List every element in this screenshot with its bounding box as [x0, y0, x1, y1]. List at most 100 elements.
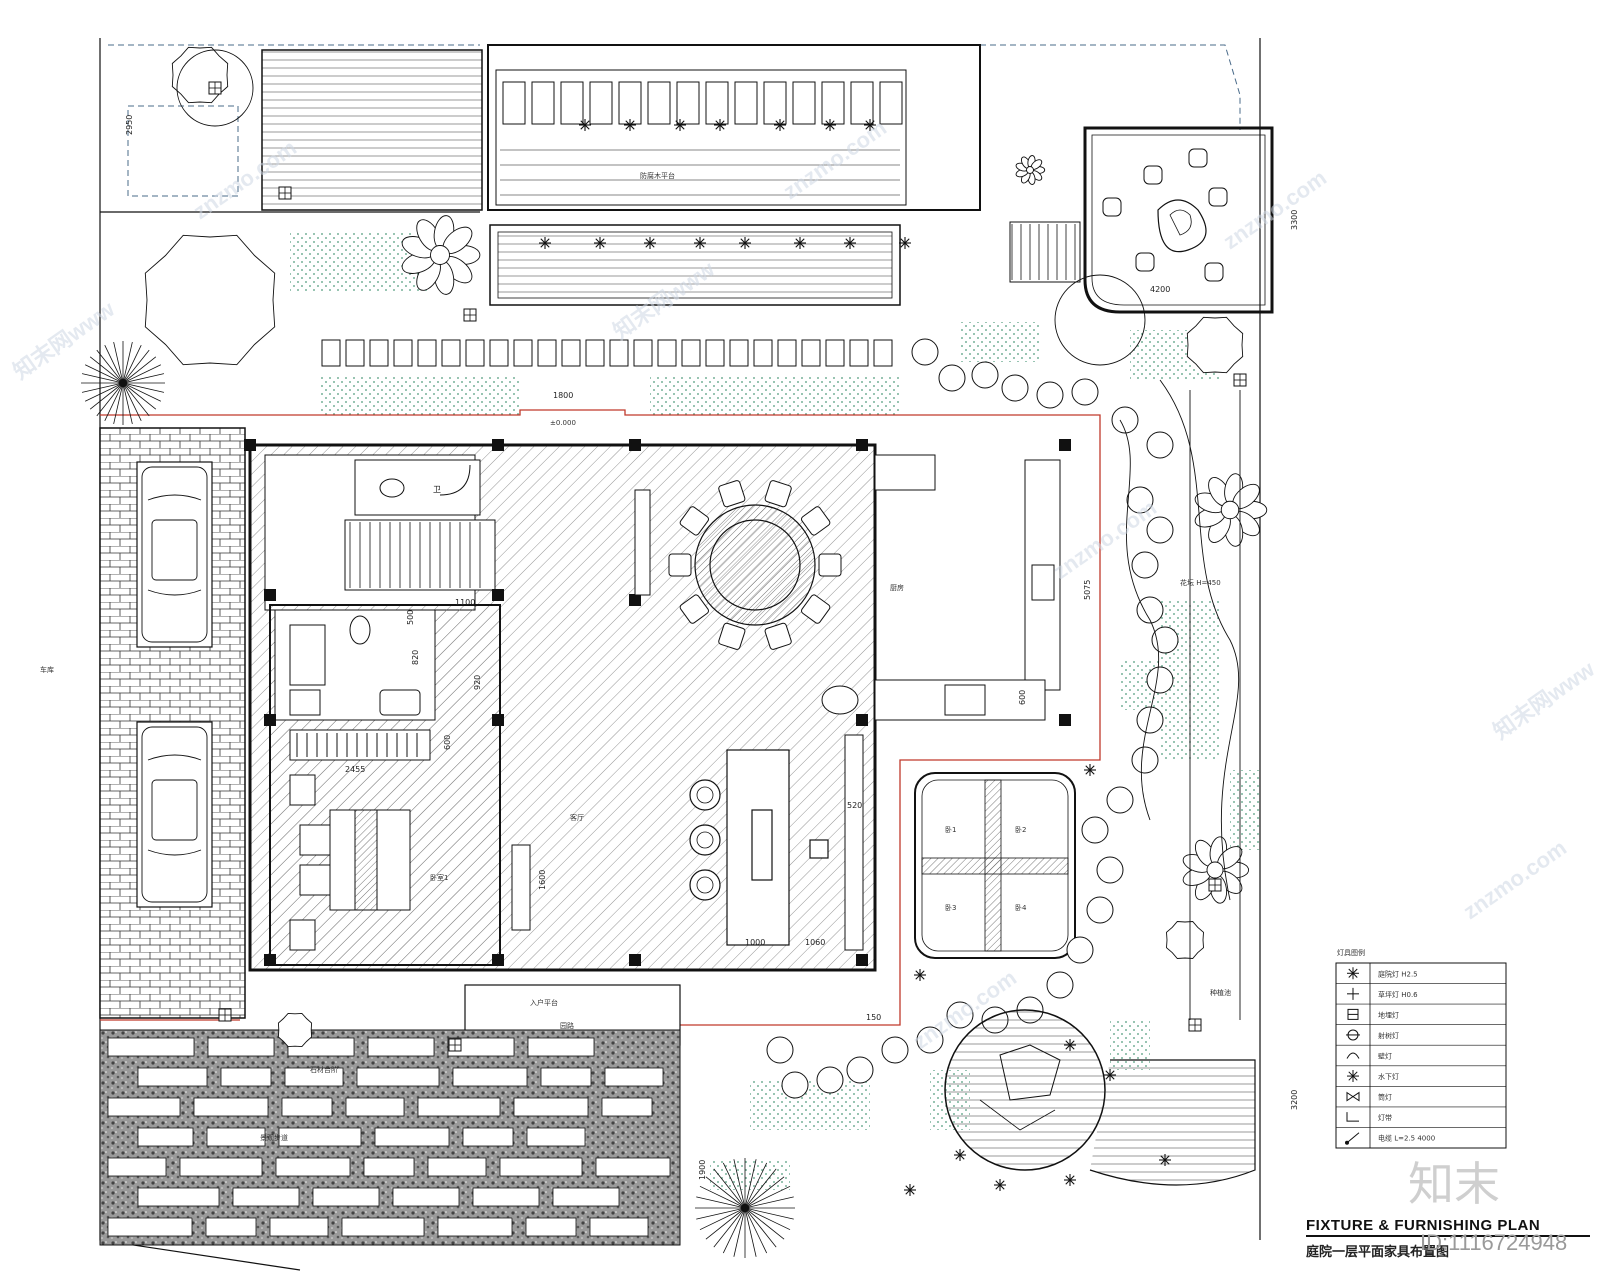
dim-150: 150 — [866, 1013, 881, 1022]
paver — [525, 1217, 577, 1237]
dim-4200: 4200 — [1150, 285, 1170, 294]
legend-symbol-arch — [1346, 1052, 1360, 1059]
stepping-stone — [321, 339, 341, 367]
stepping-stone — [657, 339, 677, 367]
column — [1059, 714, 1071, 726]
dining-chair — [801, 594, 831, 624]
legend-symbol-bowtie — [1346, 1091, 1360, 1102]
paver — [363, 1157, 415, 1177]
paver — [232, 1187, 300, 1207]
bed1-label: 卧1 — [945, 826, 956, 834]
paver — [604, 1067, 664, 1087]
column — [264, 589, 276, 601]
interior-stairs — [349, 522, 481, 588]
stepping-circle — [1111, 406, 1139, 434]
stepping-circle — [781, 1071, 809, 1099]
wc-upper — [354, 459, 481, 516]
column — [264, 954, 276, 966]
stepping-stone — [729, 339, 749, 367]
stepping-circle — [1131, 551, 1159, 579]
dining-chair — [668, 553, 692, 577]
stepping-stone — [825, 339, 845, 367]
flower-plant — [401, 215, 481, 295]
paver — [207, 1037, 275, 1057]
column — [1059, 439, 1071, 451]
dim-1600: 1600 — [538, 870, 547, 890]
bed — [289, 774, 411, 951]
gazebo-stools — [1102, 148, 1228, 282]
dim-600a: 600 — [443, 735, 452, 750]
bed4-label: 卧4 — [1015, 904, 1027, 912]
stepping-stone — [561, 339, 581, 367]
dim-1060: 1060 — [805, 938, 825, 947]
pergola-box — [821, 81, 845, 125]
pergola-box — [531, 81, 555, 125]
pergola-box — [850, 81, 874, 125]
raised-beds — [914, 772, 1076, 959]
car-1 — [141, 466, 208, 643]
dining-chair — [818, 553, 842, 577]
legend-item-label: 筒灯 — [1378, 1093, 1392, 1102]
stepping-circle — [1096, 856, 1124, 884]
pergola-box — [647, 81, 671, 125]
legend-item-label: 壁灯 — [1378, 1052, 1392, 1061]
paver — [179, 1157, 263, 1177]
gazebo-stairs — [1009, 221, 1081, 283]
dining-chairs — [668, 480, 842, 650]
note-c: 园路 — [560, 1021, 574, 1030]
column — [264, 714, 276, 726]
stepping-stone — [441, 339, 461, 367]
stepping-circle — [1001, 374, 1029, 402]
paver — [284, 1067, 344, 1087]
paver — [472, 1187, 540, 1207]
kitchen-counters — [821, 454, 1061, 721]
stepping-circle — [1146, 431, 1174, 459]
light-fixture — [1064, 1174, 1076, 1186]
bed2-label: 卧2 — [1015, 826, 1026, 834]
column — [629, 439, 641, 451]
title-block: FIXTURE & FURNISHING PLAN 庭院一层平面家具布置图 知末… — [1306, 1157, 1590, 1260]
paver — [269, 1217, 329, 1237]
shrub — [1186, 316, 1244, 374]
legend-item-label: 地埋灯 — [1378, 1010, 1399, 1019]
stepping-circle — [1146, 516, 1174, 544]
legend-item-label: 射树灯 — [1378, 1031, 1399, 1040]
watermark-cn-1: 知末网www — [9, 296, 120, 384]
light-fixture — [739, 237, 751, 249]
paver — [345, 1097, 405, 1117]
dim-5075: 5075 — [1083, 580, 1092, 600]
stool — [1102, 197, 1122, 217]
stepping-circle — [1126, 486, 1154, 514]
pergola-box — [589, 81, 613, 125]
stepping-stone — [801, 339, 821, 367]
legend-symbol-star — [1347, 967, 1359, 980]
paver — [137, 1127, 194, 1147]
legend-item-label: 草坪灯 H0.6 — [1378, 990, 1418, 999]
dim-500: 500 — [406, 610, 415, 625]
dim-920: 920 — [473, 675, 482, 690]
stepping-circle — [1146, 666, 1174, 694]
dim-3200: 3200 — [1290, 1090, 1299, 1110]
room-garage-label: 车库 — [40, 665, 54, 674]
note-b: 景观步道 — [260, 1133, 288, 1142]
stepping-circle — [916, 1026, 944, 1054]
room-living-label: 客厅 — [570, 813, 584, 822]
light-fixture — [714, 119, 726, 131]
dim-820: 820 — [411, 650, 420, 665]
light-fixture — [994, 1179, 1006, 1191]
stepping-stone — [513, 339, 533, 367]
watermark-2: znzmo.com — [779, 115, 891, 204]
fan-palm — [695, 1158, 795, 1258]
stepping-circle — [1151, 626, 1179, 654]
bar-stool — [689, 779, 721, 811]
gazebo — [1083, 126, 1274, 314]
paver — [447, 1037, 515, 1057]
paver — [417, 1097, 501, 1117]
structural-columns — [244, 439, 1071, 966]
stepping-stone — [681, 339, 701, 367]
paver — [499, 1157, 583, 1177]
stepping-circle — [1036, 381, 1064, 409]
tree-canopy — [176, 49, 254, 127]
light-fixture — [644, 237, 656, 249]
pergola-box — [676, 81, 700, 125]
